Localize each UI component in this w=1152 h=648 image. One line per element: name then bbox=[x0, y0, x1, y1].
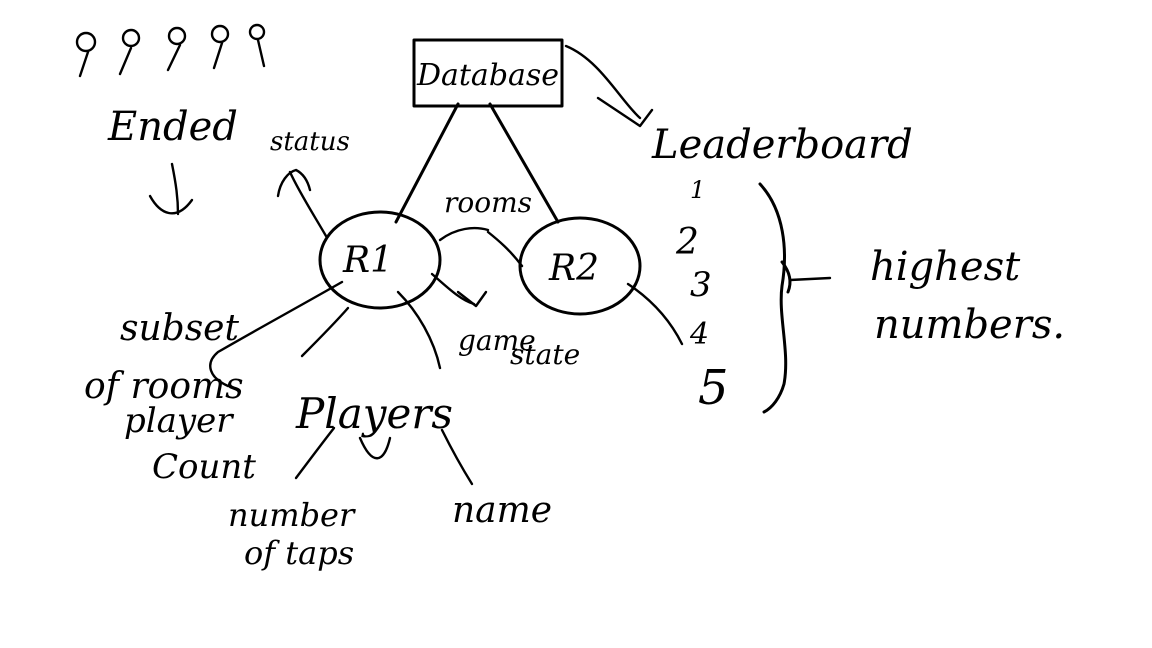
room-marker-icon bbox=[248, 23, 266, 68]
rank-number: 5 bbox=[698, 360, 729, 416]
ended-label: Ended bbox=[107, 104, 238, 150]
game-state-label: gamestate bbox=[458, 324, 580, 371]
status-connector bbox=[288, 170, 328, 238]
players-connector-right bbox=[396, 290, 442, 370]
players-connector-left bbox=[300, 306, 350, 358]
arrow-head-icon bbox=[456, 290, 488, 308]
room-marker-icon bbox=[166, 26, 187, 72]
status-label: status bbox=[270, 127, 350, 157]
database-leaderboard-connector bbox=[564, 44, 642, 120]
leaderboard-label: Leaderboard bbox=[651, 122, 913, 168]
ended-arrow-shaft bbox=[170, 162, 180, 216]
r1-r2-connector bbox=[486, 230, 524, 268]
database-r1-edge bbox=[394, 102, 460, 224]
player-count-connector bbox=[209, 280, 344, 388]
room-marker-icon bbox=[210, 24, 230, 70]
rank-number: 4 bbox=[689, 317, 709, 352]
arrow-head-icon bbox=[148, 194, 194, 215]
name-label: name bbox=[452, 490, 552, 531]
room-node-r1 bbox=[318, 210, 442, 310]
database-box bbox=[412, 38, 564, 108]
rank-number: 3 bbox=[690, 265, 712, 305]
leaderboard-brace bbox=[758, 182, 788, 414]
rank-number: 2 bbox=[675, 222, 699, 263]
room-marker-icon bbox=[75, 31, 97, 78]
room-label-r1: R1 bbox=[342, 240, 393, 281]
rooms-connector bbox=[438, 226, 490, 242]
room-node-r2 bbox=[518, 216, 642, 316]
name-connector bbox=[440, 428, 474, 486]
rank-number: 1 bbox=[690, 176, 705, 204]
database-label: Database bbox=[416, 58, 559, 93]
players-underline bbox=[358, 436, 392, 460]
rooms-label: rooms bbox=[444, 186, 532, 219]
arrow-head-icon bbox=[596, 96, 654, 128]
brace-pointer bbox=[788, 276, 832, 282]
room-markers bbox=[75, 23, 266, 78]
arrow-head-icon bbox=[276, 168, 312, 198]
players-label: Players bbox=[295, 389, 453, 438]
brace-tip bbox=[780, 260, 792, 294]
taps-connector bbox=[294, 426, 336, 480]
room-label-r2: R2 bbox=[548, 248, 599, 289]
room-marker-icon bbox=[118, 28, 141, 76]
r2-rank-connector bbox=[626, 282, 684, 346]
database-r2-edge bbox=[488, 102, 560, 224]
